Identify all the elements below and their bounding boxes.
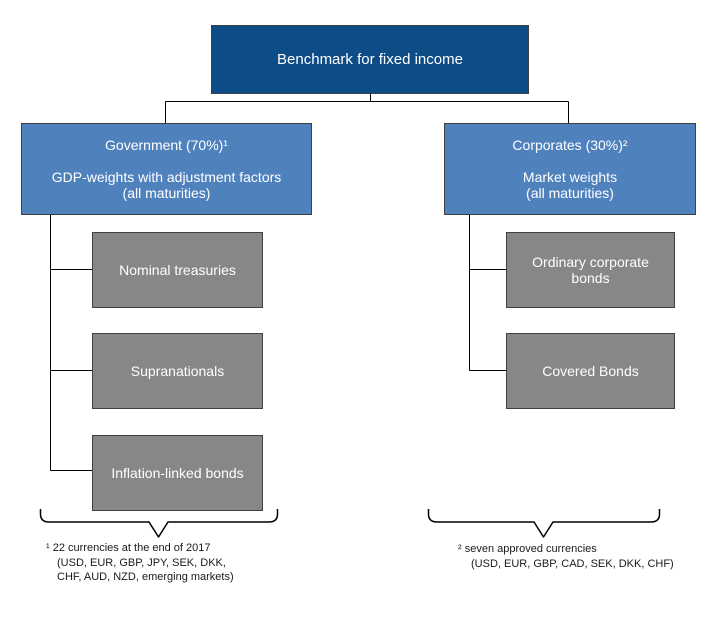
footnote-2-line1: ² seven approved currencies [458,543,597,555]
node-government: Government (70%)¹ GDP-weights with adjus… [21,123,312,215]
leaf-label: Ordinary corporate bonds [532,254,649,286]
footnote-1-line1: ¹ 22 currencies at the end of 2017 [46,542,211,554]
corporates-subtitle: Market weights (all maturities) [523,169,617,201]
footnote-2-corporate-currencies: ² seven approved currencies (USD, EUR, G… [458,542,674,571]
node-supranationals: Supranationals [92,333,263,409]
leaf-label: Covered Bonds [542,363,639,379]
government-title: Government (70%)¹ [105,137,228,153]
leaf-label: Supranationals [130,363,225,379]
corporates-subtitle-line2: (all maturities) [526,185,614,201]
government-subtitle: GDP-weights with adjustment factors (all… [52,169,282,201]
corporates-title: Corporates (30%)² [512,137,628,153]
root-node-label: Benchmark for fixed income [277,51,463,68]
footnote-1-line3: CHF, AUD, NZD, emerging markets) [57,571,234,583]
government-subtitle-line2: (all maturities) [122,185,211,201]
right-brace [427,509,661,538]
footnote-2-line2: (USD, EUR, GBP, CAD, SEK, DKK, CHF) [471,557,674,570]
node-covered-bonds: Covered Bonds [506,333,675,409]
left-brace [39,509,279,538]
node-benchmark-fixed-income: Benchmark for fixed income [211,25,529,94]
leaf-label: Nominal treasuries [119,262,236,278]
node-inflation-linked-bonds: Inflation-linked bonds [92,435,263,511]
node-nominal-treasuries: Nominal treasuries [92,232,263,308]
node-corporates: Corporates (30%)² Market weights (all ma… [444,123,696,215]
corporates-subtitle-line1: Market weights [522,169,618,185]
government-subtitle-line1: GDP-weights with adjustment factors [51,169,282,185]
footnote-1-line2: (USD, EUR, GBP, JPY, SEK, DKK, [57,556,226,569]
leaf-label: Inflation-linked bonds [111,465,244,481]
node-ordinary-corporate-bonds: Ordinary corporate bonds [506,232,675,308]
footnote-1-government-currencies: ¹ 22 currencies at the end of 2017 (USD,… [46,541,234,585]
